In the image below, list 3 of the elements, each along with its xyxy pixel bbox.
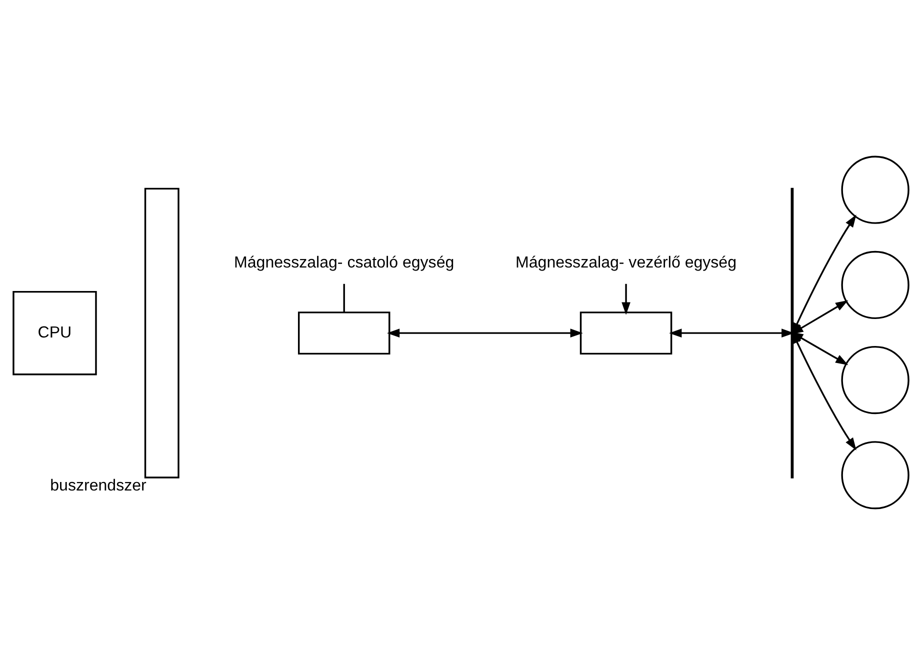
node-label: buszrendszer <box>50 476 146 494</box>
node-text: Mágnesszalag- vezérlő egység <box>516 252 737 271</box>
node-text: Mágnesszalag- csatoló egység <box>234 252 454 271</box>
